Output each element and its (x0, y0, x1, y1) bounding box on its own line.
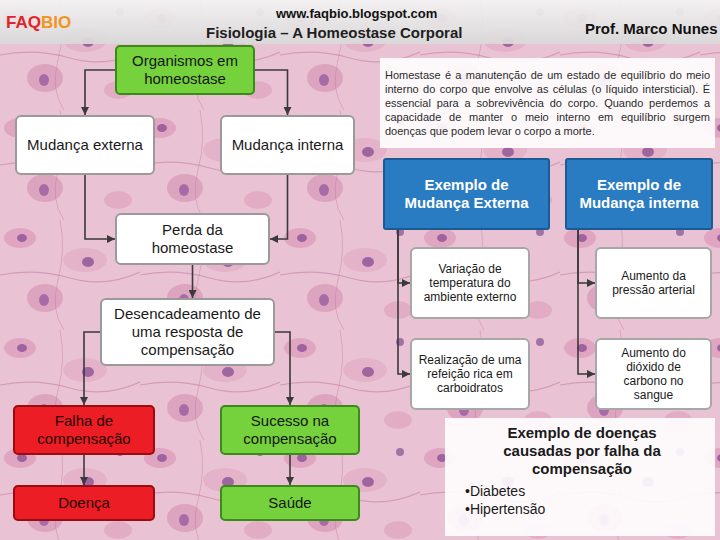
example-box: Aumento do dióxido de carbono no sangue (595, 338, 712, 410)
node-text: Saúde (230, 494, 350, 512)
category-box: Exemplo de Mudança interna (565, 158, 713, 230)
node-text: Mudança externa (25, 136, 145, 154)
example-box: Aumento da pressão arterial (595, 247, 712, 319)
flow-arrow (83, 455, 85, 485)
node-text: Falha de compensação (23, 412, 145, 448)
flow-arrow (275, 332, 290, 405)
flow-arrow (578, 230, 595, 283)
node-text: Aumento do dióxido de carbono no sangue (603, 346, 704, 402)
logo-text: BIO (41, 13, 71, 33)
start-box: Organismos em homeostase (115, 45, 255, 95)
node-text: Exemplo de Mudança Externa (393, 176, 540, 212)
node-text: Homestase é a manutenção de um estado de… (385, 68, 710, 138)
flow-arrow (270, 175, 288, 239)
node-text: Variação de temperatura do ambiente exte… (418, 262, 522, 304)
flow-arrow (192, 265, 194, 298)
node-text: Perda da homeostase (125, 221, 260, 257)
flow-arrow (398, 230, 410, 374)
flow-arrow (289, 455, 291, 485)
node-text: Aumento da pressão arterial (603, 269, 704, 297)
flow-arrow (85, 175, 115, 239)
node-text: Desencadeamento de uma resposta de compe… (110, 305, 265, 359)
flow-arrow (255, 70, 288, 115)
list-item: •Diabetes (459, 482, 705, 500)
example-box: Variação de temperatura do ambiente exte… (410, 247, 530, 319)
list-item: •Hipertensão (459, 500, 705, 518)
process-box: Mudança interna (220, 115, 355, 175)
node-text: Exemplo de doenças causadas por falha da… (459, 424, 705, 482)
node-text: Mudança interna (230, 136, 345, 154)
failure-box: Falha de compensação (13, 405, 155, 455)
example-box: Realização de uma refeição rica em carbo… (410, 338, 530, 410)
flow-arrow (85, 70, 115, 115)
outcome-box: Saúde (220, 485, 360, 521)
process-box: Desencadeamento de uma resposta de compe… (100, 298, 275, 366)
success-box: Sucesso na compensação (220, 405, 360, 455)
outcome-box: Doença (13, 485, 155, 521)
node-text: Realização de uma refeição rica em carbo… (418, 353, 522, 395)
node-text: Organismos em homeostase (125, 52, 245, 88)
process-box: Mudança externa (15, 115, 155, 175)
logo-text: FAQ (6, 13, 41, 33)
flow-arrow (578, 230, 595, 374)
process-box: Perda da homeostase (115, 213, 270, 265)
node-text: Sucesso na compensação (230, 412, 350, 448)
node-text: Doença (23, 494, 145, 512)
disease-panel: Exemplo de doenças causadas por falha da… (445, 418, 715, 536)
author-name: Prof. Marco Nunes (585, 20, 718, 37)
site-url: www.faqbio.blogspot.com (276, 6, 437, 21)
flow-arrow (398, 230, 410, 283)
category-box: Exemplo de Mudança Externa (383, 158, 550, 230)
definition-panel: Homestase é a manutenção de um estado de… (380, 58, 715, 148)
flow-arrow (84, 332, 100, 405)
page-title: Fisiologia – A Homeostase Corporal (206, 24, 462, 41)
header-band (0, 0, 720, 44)
node-text: Exemplo de Mudança interna (575, 176, 703, 212)
